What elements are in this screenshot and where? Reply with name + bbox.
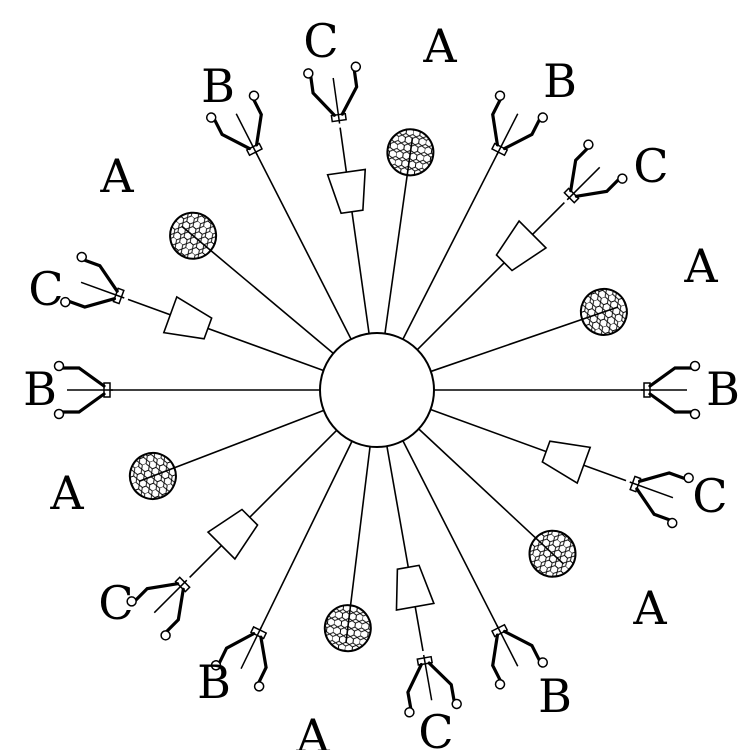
arm-label: A (683, 239, 718, 293)
arm-cone: C (417, 138, 668, 349)
arm-sphere: A (99, 149, 333, 353)
arm-fork: B (23, 362, 320, 419)
sphere-icon (322, 603, 373, 654)
arm-sphere: A (295, 447, 373, 750)
arm-label: B (706, 362, 740, 416)
spoke-line (403, 149, 500, 339)
arm-label: B (23, 362, 57, 416)
arm-fork: B (403, 54, 577, 339)
fork-icon (471, 90, 548, 168)
arm-sphere: A (431, 239, 718, 371)
arm-cone: C (303, 14, 380, 334)
arm-label: C (303, 14, 338, 68)
arm-label: A (49, 466, 84, 520)
spoke-line (431, 409, 626, 480)
spoke-line (387, 446, 423, 651)
arm-label: A (295, 709, 330, 750)
arm-label: C (418, 705, 453, 750)
arm-fork: B (201, 59, 351, 339)
arm-label: B (538, 669, 572, 723)
sphere-icon (520, 521, 585, 586)
arm-fork: B (197, 441, 352, 709)
arm-cone: C (28, 251, 323, 370)
hub-circle (320, 333, 434, 447)
fork-icon (55, 362, 114, 419)
arm-label: C (98, 576, 133, 630)
spoke-line (190, 430, 337, 577)
arm-label: A (632, 581, 667, 635)
arm-label: A (99, 149, 134, 203)
arm-fork: B (434, 362, 740, 419)
arm-sphere: A (384, 19, 457, 334)
arm-cone: C (380, 446, 462, 750)
spoke-line (340, 128, 369, 334)
arm-cone: C (431, 409, 728, 528)
arm-label: C (28, 262, 63, 316)
arm-label: A (422, 19, 457, 73)
arm-sphere: A (49, 410, 323, 520)
arm-label: C (633, 139, 668, 193)
sphere-icon (161, 203, 226, 268)
spoke-line (417, 203, 564, 350)
fork-icon (641, 362, 700, 419)
arm-label: C (692, 469, 727, 523)
arm-label: B (201, 59, 235, 113)
arm-label: B (543, 54, 577, 108)
sphere-icon (575, 283, 633, 341)
spoke-line (128, 299, 323, 370)
sphere-icon (384, 126, 436, 178)
sphere-icon (123, 446, 182, 505)
arm-label: B (197, 655, 231, 709)
spoke-line (259, 441, 352, 632)
